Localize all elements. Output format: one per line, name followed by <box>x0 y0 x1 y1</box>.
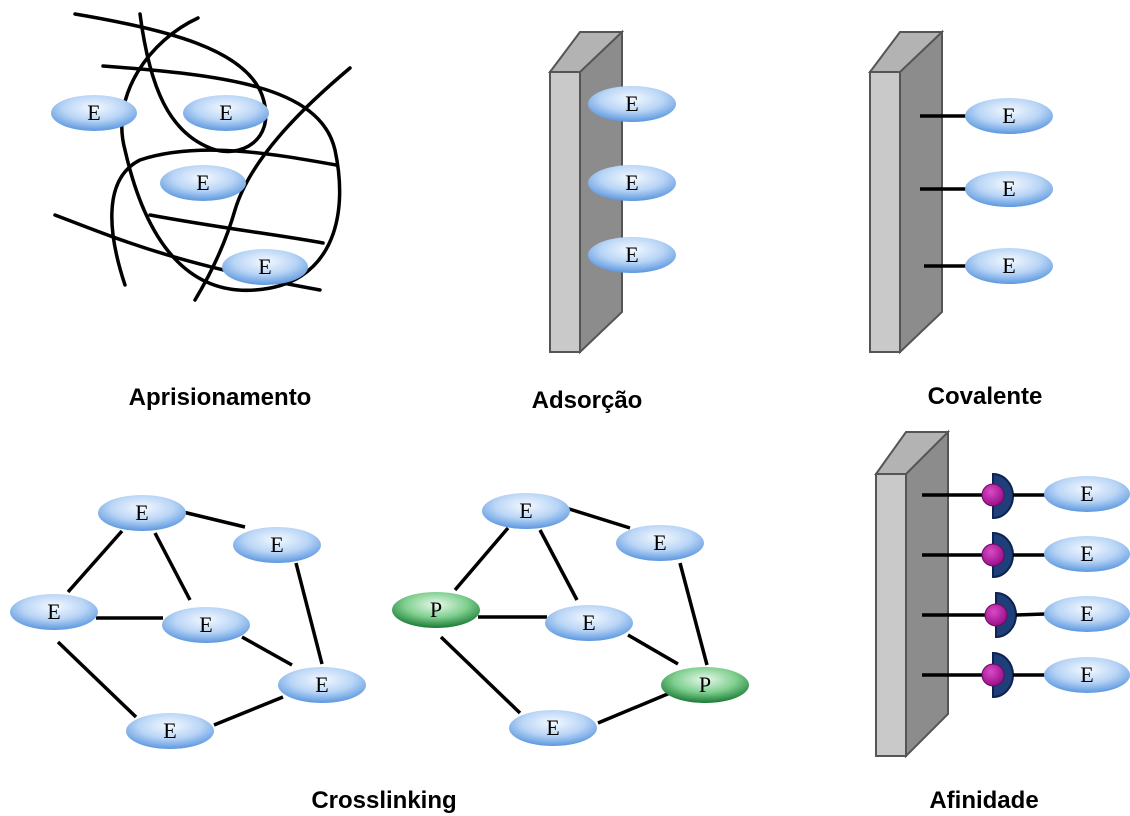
enzyme: E <box>1044 536 1130 572</box>
enzyme: E <box>482 493 570 529</box>
title-crosslinking: Crosslinking <box>311 787 456 814</box>
afinidade-panel: E E E E Afinidade <box>874 429 1130 814</box>
fiber <box>193 66 352 302</box>
enzyme-label: E <box>47 599 60 624</box>
enzyme-label: E <box>1080 481 1093 506</box>
enzyme-label: E <box>1080 601 1093 626</box>
enzyme: E <box>222 249 308 285</box>
protein-label: P <box>430 597 442 622</box>
enzyme-label: E <box>163 718 176 743</box>
adsorcao-panel: E E E Adsorção <box>532 29 676 414</box>
fiber <box>73 12 268 154</box>
enzyme-label: E <box>653 530 666 555</box>
enzyme: E <box>545 605 633 641</box>
enzyme: E <box>126 713 214 749</box>
crosslink <box>241 635 293 667</box>
protein-label: P <box>699 672 711 697</box>
enzyme-label: E <box>625 170 638 195</box>
enzyme-label: E <box>625 91 638 116</box>
enzyme-label: E <box>1002 103 1015 128</box>
enzyme-label: E <box>258 254 271 279</box>
crosslink <box>153 532 192 601</box>
crosslink <box>627 633 679 666</box>
enzyme: E <box>278 667 366 703</box>
enzyme: E <box>1044 657 1130 693</box>
enzyme: E <box>183 95 269 131</box>
crosslinking-network-proteins: E E P E P E Crosslinking <box>311 493 749 814</box>
enzyme-label: E <box>1080 662 1093 687</box>
affinity-linker <box>922 531 1045 579</box>
enzyme: E <box>616 525 704 561</box>
enzyme: E <box>10 594 98 630</box>
crosslinking-network-enzymes: E E E E E E <box>10 495 366 749</box>
enzyme-label: E <box>1002 176 1015 201</box>
support-wall <box>868 29 944 355</box>
crosslink <box>182 510 246 529</box>
enzyme-label: E <box>546 715 559 740</box>
enzyme-label: E <box>87 100 100 125</box>
support-wall <box>874 429 950 759</box>
enzyme-label: E <box>625 242 638 267</box>
enzyme: E <box>588 165 676 201</box>
enzyme-label: E <box>199 612 212 637</box>
crosslink <box>678 562 709 666</box>
enzyme: E <box>588 237 676 273</box>
enzyme-label: E <box>582 610 595 635</box>
crosslink <box>213 695 284 727</box>
protein: P <box>661 667 749 703</box>
enzyme-label: E <box>519 498 532 523</box>
crosslink <box>453 526 510 592</box>
enzyme-label: E <box>315 672 328 697</box>
title-covalente: Covalente <box>928 383 1043 410</box>
enzyme: E <box>98 495 186 531</box>
crosslink <box>565 506 631 530</box>
enzyme: E <box>965 248 1053 284</box>
title-adsorcao: Adsorção <box>532 387 643 414</box>
crosslink <box>538 529 579 601</box>
enzyme-label: E <box>135 500 148 525</box>
enzyme-label: E <box>196 170 209 195</box>
crosslink <box>597 691 671 725</box>
fiber <box>148 213 325 245</box>
enzyme: E <box>965 98 1053 134</box>
enzyme: E <box>233 527 321 563</box>
title-aprisionamento: Aprisionamento <box>129 384 312 411</box>
protein: P <box>392 592 480 628</box>
affinity-linker <box>922 472 1045 520</box>
aprisionamento-panel: E E E E Aprisionamento <box>51 12 352 411</box>
enzyme-label: E <box>1002 253 1015 278</box>
crosslink <box>294 562 324 665</box>
enzyme: E <box>965 171 1053 207</box>
enzyme: E <box>1044 596 1130 632</box>
enzyme: E <box>51 95 137 131</box>
enzyme: E <box>1044 476 1130 512</box>
enzyme: E <box>509 710 597 746</box>
enzyme: E <box>588 86 676 122</box>
enzyme: E <box>162 607 250 643</box>
enzyme: E <box>160 165 246 201</box>
affinity-linker <box>922 591 1046 639</box>
crosslink <box>66 529 124 594</box>
covalente-panel: E E E Covalente <box>868 29 1053 410</box>
crosslink <box>56 640 138 719</box>
crosslink <box>439 635 522 715</box>
title-afinidade: Afinidade <box>929 787 1038 814</box>
affinity-linker <box>922 651 1045 699</box>
enzyme-label: E <box>270 532 283 557</box>
enzyme-label: E <box>1080 541 1093 566</box>
enzyme-label: E <box>219 100 232 125</box>
